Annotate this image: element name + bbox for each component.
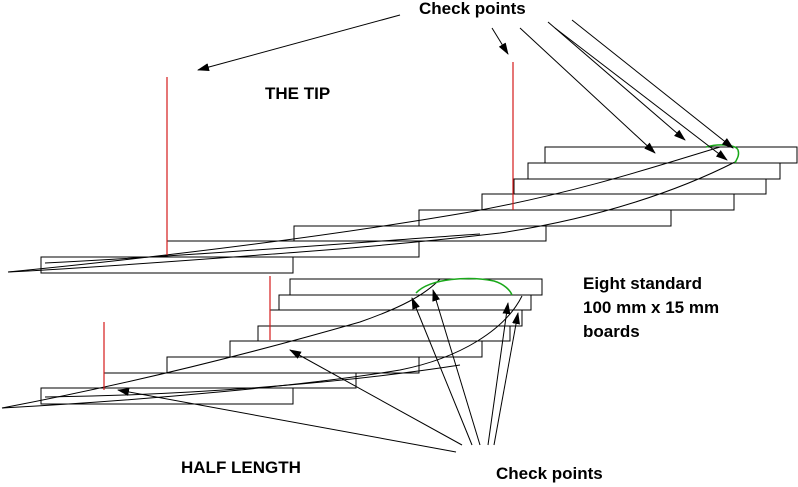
half-board-5	[229, 340, 483, 358]
tip-board-stack	[40, 146, 798, 274]
board-note-label: Eight standard 100 mm x 15 mm boards	[583, 274, 720, 341]
half-board-2	[278, 294, 532, 311]
arrow-to-half-mid	[289, 349, 463, 446]
half-board-7	[103, 372, 357, 389]
half-lower-profile	[1, 295, 523, 409]
tip-markers	[166, 62, 514, 255]
arrow-to-tip-curve-b	[547, 21, 686, 141]
half-length-label: HALF LENGTH	[181, 458, 301, 477]
half-check-curve	[415, 277, 513, 296]
arrow-to-half-curve-d	[493, 312, 520, 446]
tip-board-1	[544, 146, 798, 164]
tip-board-7	[166, 240, 420, 258]
arrow-to-half-curve-c	[487, 302, 511, 446]
half-upper-profile	[1, 278, 441, 409]
tip-board-5	[418, 209, 672, 227]
half-board-6	[166, 356, 420, 374]
half-length-profile-curves	[1, 278, 523, 409]
half-length-board-stack	[40, 278, 543, 405]
top-check-arrows	[197, 14, 734, 161]
arrow-to-tip-left	[197, 14, 401, 71]
arrow-to-half-curve-b	[432, 289, 481, 446]
arrow-to-tip-right	[491, 27, 509, 55]
the-tip-label: THE TIP	[265, 84, 331, 103]
tip-board-6	[293, 225, 547, 242]
tip-inner-line	[44, 233, 481, 264]
arrow-to-tip-curve-a	[519, 27, 656, 154]
tip-lower-profile	[7, 161, 736, 273]
half-board-8	[40, 387, 294, 405]
check-points-bottom-label: Check points	[496, 464, 603, 483]
tip-board-2	[527, 162, 781, 180]
tip-board-3	[513, 178, 767, 195]
bottom-check-arrows	[117, 289, 520, 453]
tip-check-curve	[705, 144, 740, 164]
half-length-markers	[103, 276, 271, 390]
arrow-to-tip-curve-c	[554, 27, 728, 161]
half-board-4	[257, 325, 511, 342]
arrow-to-half-left	[117, 388, 457, 453]
tip-profile-curves	[7, 146, 736, 273]
check-points-top-label: Check points	[419, 0, 526, 18]
arrow-to-tip-curve-d	[571, 19, 734, 149]
half-inner-line	[44, 364, 461, 398]
arrow-to-half-curve-a	[411, 297, 473, 446]
half-board-3	[269, 309, 523, 327]
tip-board-8	[40, 256, 294, 274]
